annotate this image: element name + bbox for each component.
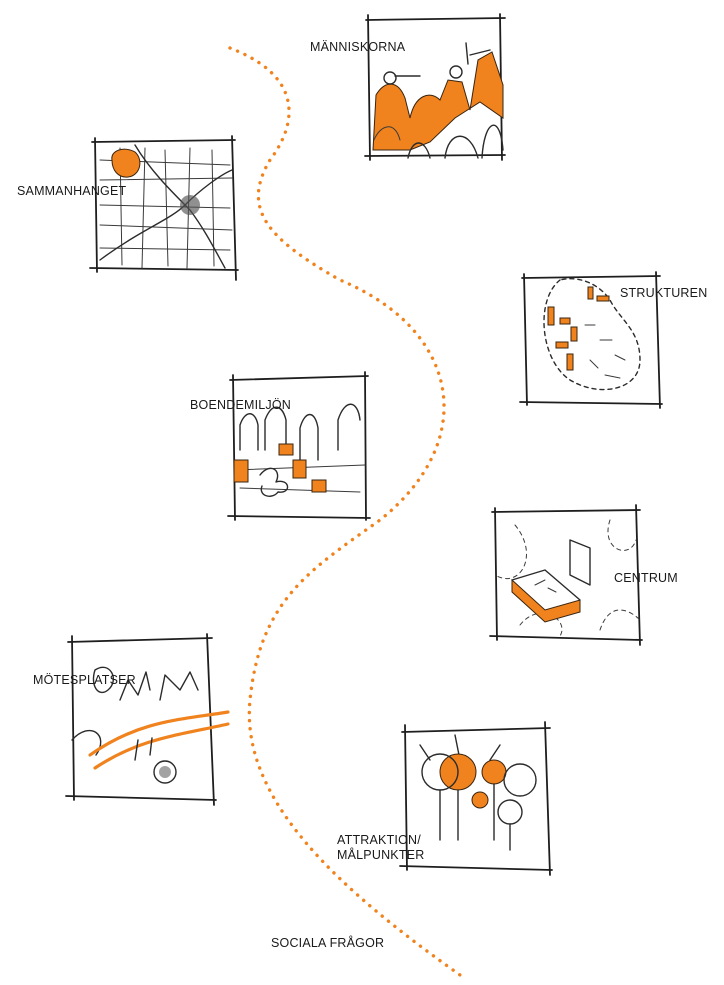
label-attraktion-line2: MÅLPUNKTER	[337, 848, 424, 863]
label-boendemiljon: BOENDEMILJÖN	[190, 398, 291, 413]
sketch-motesplatser	[66, 634, 228, 805]
label-sociala-fragor: SOCIALA FRÅGOR	[271, 936, 384, 951]
label-centrum: CENTRUM	[614, 571, 678, 586]
label-attraktion-line1: ATTRAKTION/	[337, 833, 421, 848]
label-manniskorna: MÄNNISKORNA	[310, 40, 405, 55]
label-motesplatser: MÖTESPLATSER	[33, 673, 136, 688]
sketch-boendemiljon	[228, 372, 370, 520]
label-sammanhanget: SAMMANHANGET	[17, 184, 126, 199]
label-strukturen: STRUKTUREN	[620, 286, 707, 301]
sketch-sammanhanget	[90, 136, 238, 280]
sketch-manniskorna	[365, 14, 505, 160]
